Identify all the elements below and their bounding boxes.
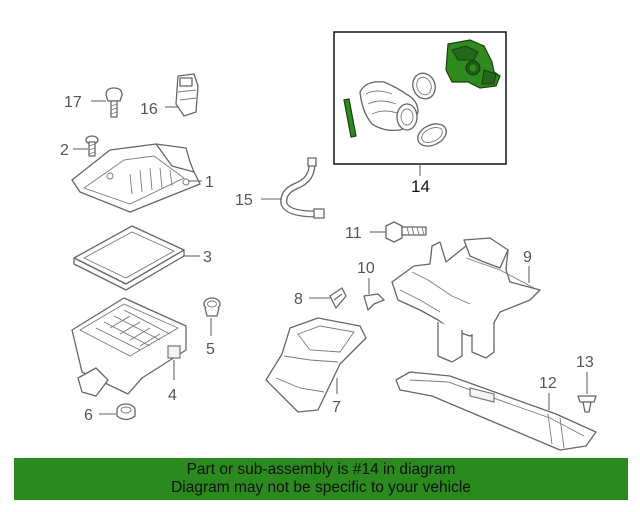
part-5-grommet[interactable] [203,297,221,317]
part-11-bolt[interactable] [385,221,427,243]
part-10-clip[interactable] [363,293,385,311]
notice-line-1: Part or sub-assembly is #14 in diagram [186,461,456,478]
callout-10[interactable]: 10 [357,260,375,277]
callout-6[interactable]: 6 [84,407,93,424]
part-4-lower-housing[interactable] [71,297,187,397]
part-15-hose[interactable] [280,157,325,219]
callout-13[interactable]: 13 [576,354,594,371]
part-2-screw[interactable] [85,135,99,157]
part-14-assembly[interactable] [333,31,507,165]
callout-12[interactable]: 12 [539,375,557,392]
callout-9[interactable]: 9 [523,249,532,266]
callout-15[interactable]: 15 [235,192,253,209]
part-8-push-pin[interactable] [329,287,347,309]
part-7-duct[interactable] [265,317,367,413]
part-17-bolt[interactable] [105,87,123,118]
part-12-deflector[interactable] [395,371,597,451]
callout-17[interactable]: 17 [64,94,82,111]
callout-7[interactable]: 7 [332,399,341,416]
notice-banner: Part or sub-assembly is #14 in diagram D… [14,458,628,500]
callout-3[interactable]: 3 [203,249,212,266]
callout-4[interactable]: 4 [168,387,177,404]
part-9-air-duct[interactable] [391,237,541,363]
part-6-insulator[interactable] [116,403,136,421]
callout-2[interactable]: 2 [60,142,69,159]
callout-14[interactable]: 14 [411,177,430,196]
callout-8[interactable]: 8 [294,291,303,308]
part-1-air-cleaner-cover[interactable] [71,143,201,213]
callout-11[interactable]: 11 [345,225,362,242]
part-3-air-filter[interactable] [73,225,185,291]
notice-line-2: Diagram may not be specific to your vehi… [171,479,471,496]
part-13-push-pin[interactable] [577,395,597,413]
callout-1[interactable]: 1 [205,174,214,191]
callout-16[interactable]: 16 [140,101,158,118]
callout-5[interactable]: 5 [206,341,215,358]
part-16-sensor[interactable] [175,73,199,117]
parts-diagram: 14 17 16 2 1 3 [60,31,597,451]
